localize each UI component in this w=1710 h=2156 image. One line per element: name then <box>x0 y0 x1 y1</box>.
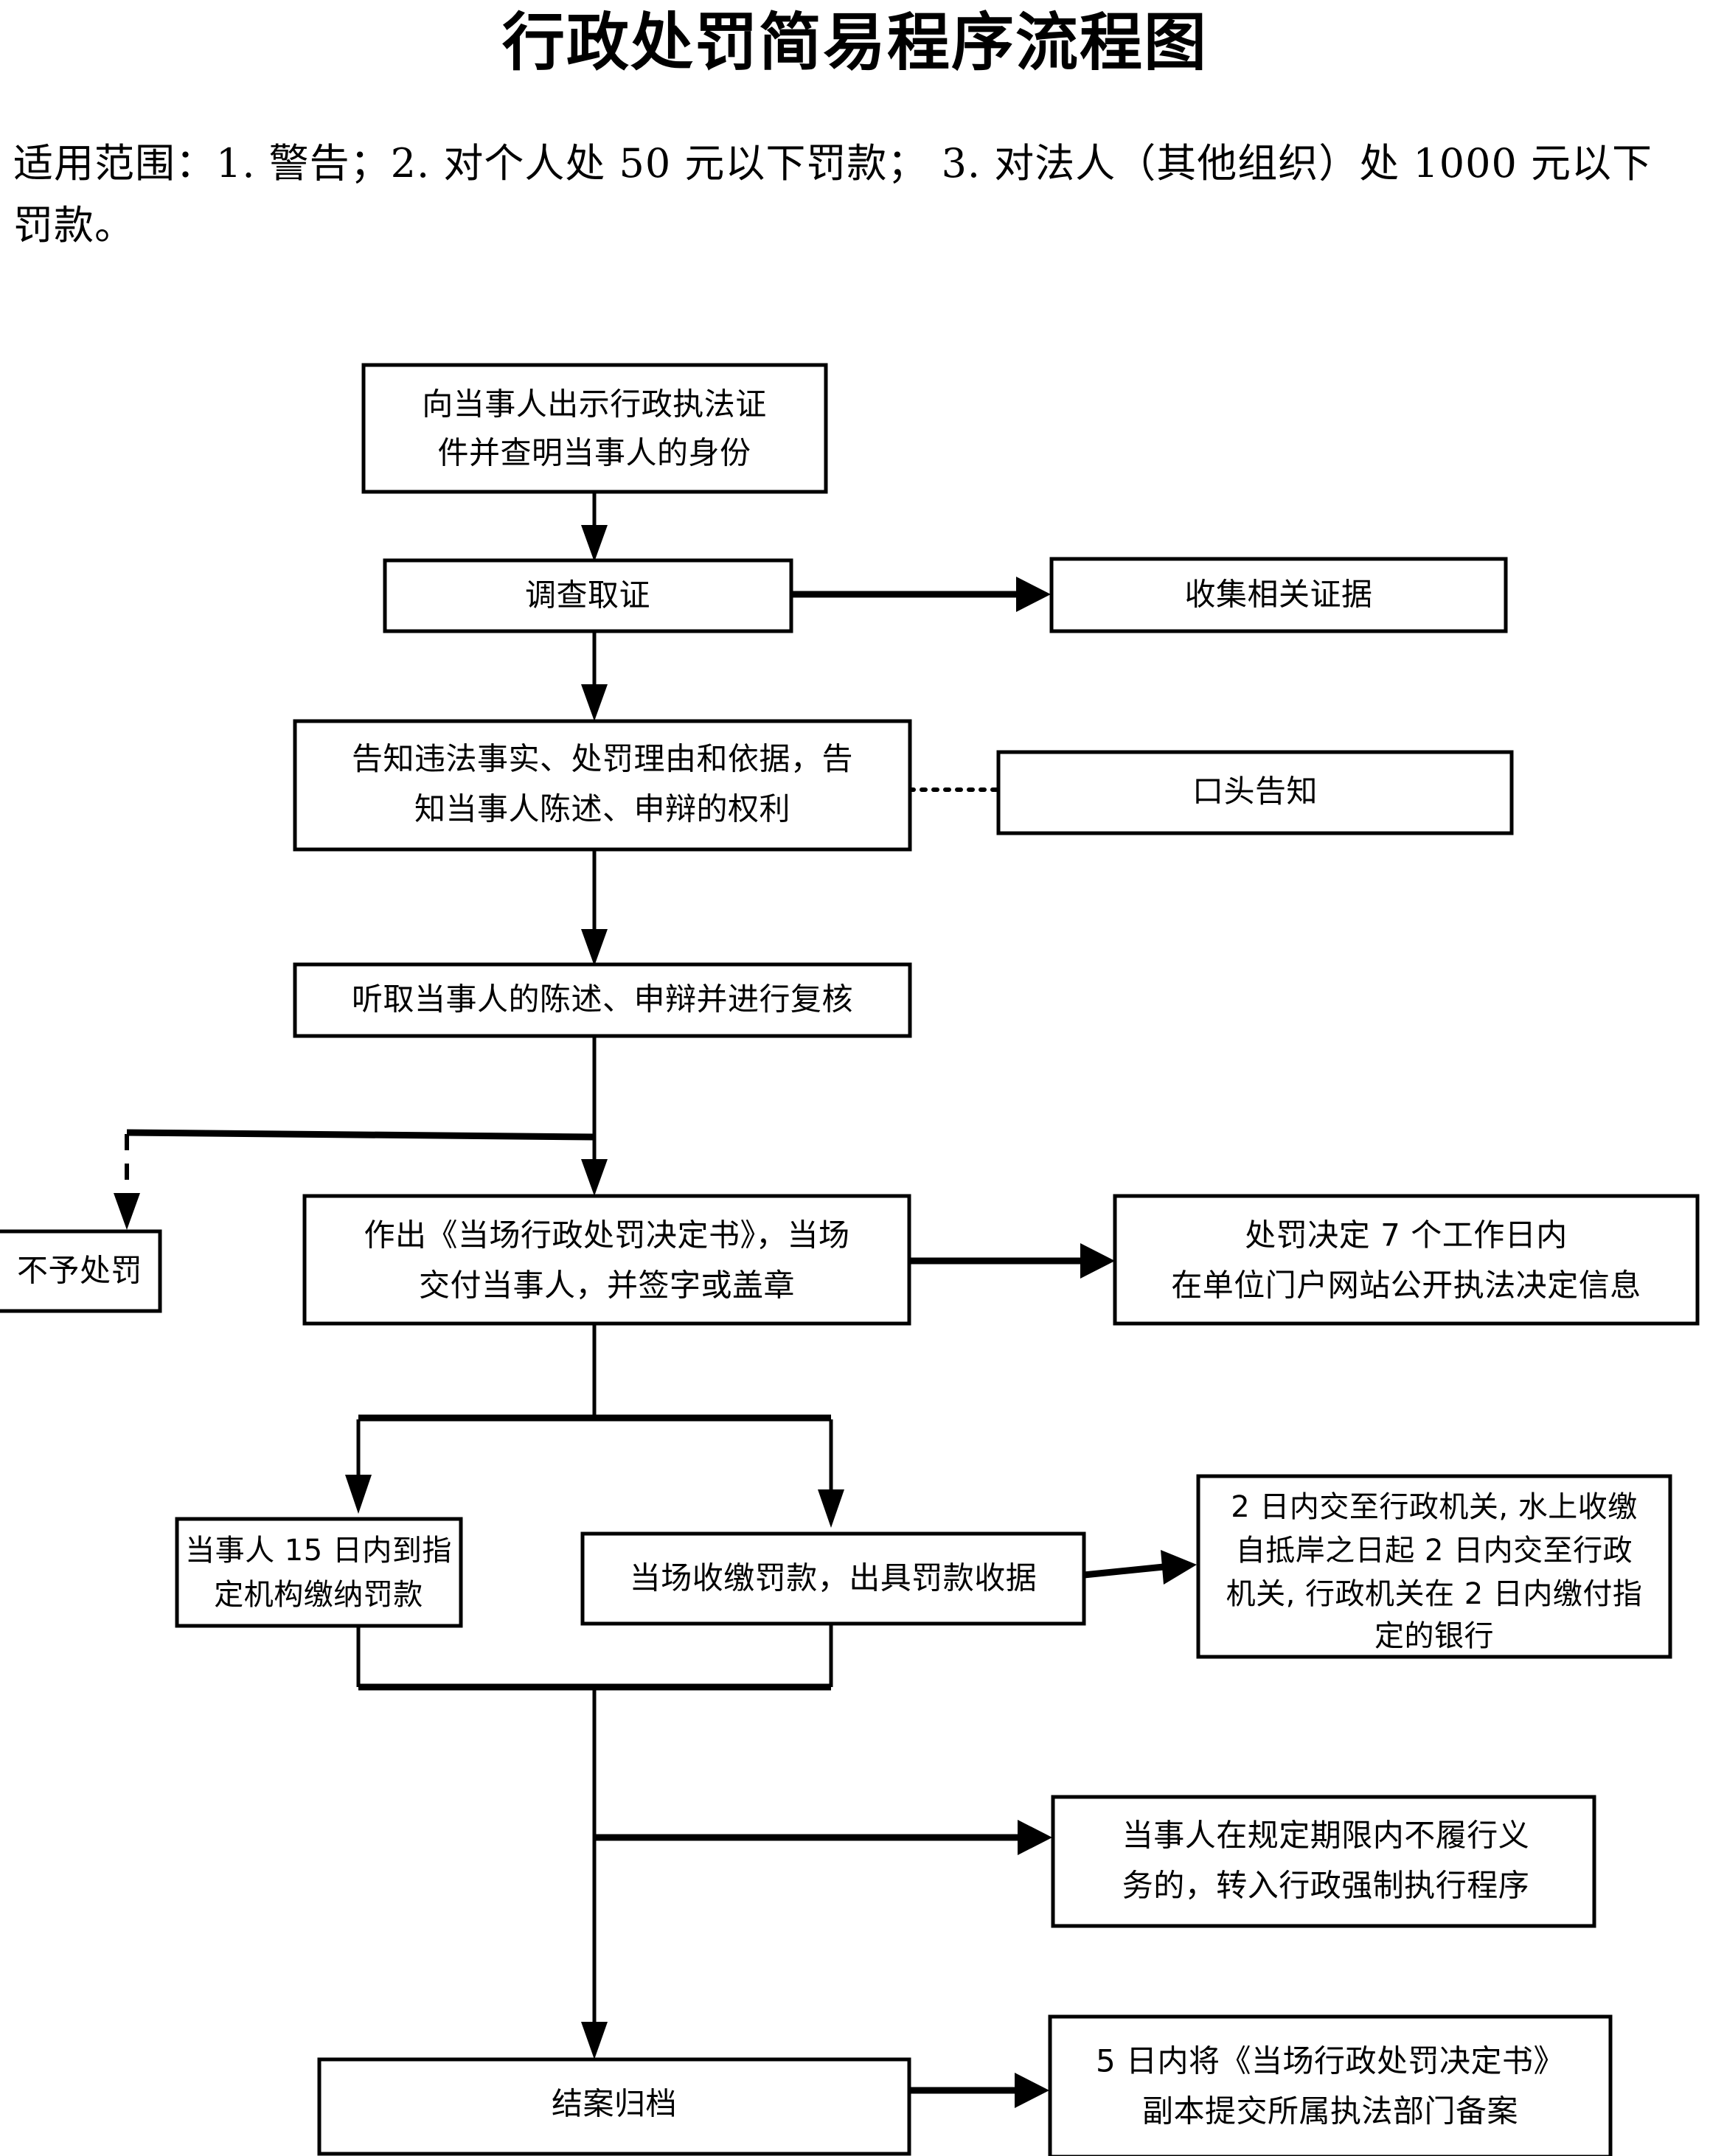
node-remit-to-authority-2-days[interactable]: 2 日内交至行政机关, 水上收缴 自抵岸之日起 2 日内交至行政 机关, 行政机… <box>1196 1474 1672 1659</box>
svg-text:2 日内交至行政机关, 水上收缴: 2 日内交至行政机关, 水上收缴 <box>1231 1490 1638 1524</box>
edge-n14-n15 <box>909 2073 1049 2108</box>
svg-text:知当事人陈述、申辩的权利: 知当事人陈述、申辩的权利 <box>414 791 790 827</box>
svg-text:结案归档: 结案归档 <box>552 2086 677 2122</box>
node-investigate-collect-evidence[interactable]: 调查取证 <box>383 558 793 633</box>
node-issue-on-site-penalty-decision[interactable]: 作出《当场行政处罚决定书》，当场 交付当事人，并签字或盖章 <box>302 1194 911 1326</box>
node-show-law-enforcement-id[interactable]: 向当事人出示行政执法证 件并查明当事人的身份 <box>361 363 828 494</box>
svg-text:机关, 行政机关在 2 日内缴付指: 机关, 行政机关在 2 日内缴付指 <box>1226 1577 1643 1611</box>
svg-text:向当事人出示行政执法证: 向当事人出示行政执法证 <box>422 386 767 422</box>
edge-n2-n4 <box>581 632 608 721</box>
node-no-penalty[interactable]: 不予处罚 <box>0 1229 162 1313</box>
edge-n6-n7 <box>114 1035 597 1230</box>
svg-text:不予处罚: 不予处罚 <box>17 1253 142 1289</box>
node-close-case-and-archive[interactable]: 结案归档 <box>317 2057 911 2156</box>
svg-text:务的，转入行政强制执行程序: 务的，转入行政强制执行程序 <box>1122 1868 1530 1904</box>
node-file-copy-within-5-days[interactable]: 5 日内将《当场行政处罚决定书》 副本提交所属执法部门备案 <box>1048 2014 1613 2156</box>
page-title: 行政处罚简易程序流程图 <box>501 6 1208 80</box>
svg-text:定的银行: 定的银行 <box>1374 1619 1494 1653</box>
edge-n8-n10-n11 <box>345 1322 844 1528</box>
svg-text:处罚决定 7 个工作日内: 处罚决定 7 个工作日内 <box>1245 1217 1567 1253</box>
svg-text:交付当事人，并签字或盖章: 交付当事人，并签字或盖章 <box>419 1267 795 1304</box>
node-collect-fine-on-site[interactable]: 当场收缴罚款，出具罚款收据 <box>580 1531 1086 1626</box>
edge-merge-payments <box>356 1623 833 2059</box>
edge-n4-n6 <box>581 849 608 966</box>
node-publish-decision-7-days[interactable]: 处罚决定 7 个工作日内 在单位门户网站公开执法决定信息 <box>1113 1194 1700 1326</box>
svg-text:件并查明当事人的身份: 件并查明当事人的身份 <box>437 435 751 471</box>
svg-text:当场收缴罚款，出具罚款收据: 当场收缴罚款，出具罚款收据 <box>630 1560 1038 1596</box>
edge-n8-n9 <box>909 1243 1115 1279</box>
svg-text:在单位门户网站公开执法决定信息: 在单位门户网站公开执法决定信息 <box>1171 1267 1641 1304</box>
svg-text:告知违法事实、处罚理由和依据，告: 告知违法事实、处罚理由和依据，告 <box>352 741 853 777</box>
svg-text:5 日内将《当场行政处罚决定书》: 5 日内将《当场行政处罚决定书》 <box>1096 2043 1565 2079</box>
edge-n11-n12 <box>1083 1550 1197 1585</box>
node-gather-related-evidence[interactable]: 收集相关证据 <box>1049 557 1508 633</box>
svg-text:收集相关证据: 收集相关证据 <box>1184 577 1372 613</box>
node-inform-facts-and-rights[interactable]: 告知违法事实、处罚理由和依据，告 知当事人陈述、申辩的权利 <box>293 719 912 852</box>
node-oral-notification[interactable]: 口头告知 <box>996 750 1514 835</box>
edge-merge-n13 <box>594 1820 1052 1855</box>
svg-text:定机构缴纳罚款: 定机构缴纳罚款 <box>214 1578 423 1612</box>
node-compulsory-enforcement[interactable]: 当事人在规定期限内不履行义 务的，转入行政强制执行程序 <box>1051 1795 1596 1928</box>
svg-text:口头告知: 口头告知 <box>1192 773 1318 810</box>
svg-text:当事人 15 日内到指: 当事人 15 日内到指 <box>185 1534 452 1568</box>
scope-note: 适用范围：1. 警告；2. 对个人处 50 元以下罚款； 3. 对法人（其他组织… <box>13 140 1653 248</box>
svg-text:听取当事人的陈述、申辩并进行复核: 听取当事人的陈述、申辩并进行复核 <box>352 981 853 1018</box>
node-pay-within-15-days[interactable]: 当事人 15 日内到指 定机构缴纳罚款 <box>175 1517 463 1628</box>
edge-n1-n2 <box>581 491 608 562</box>
svg-text:作出《当场行政处罚决定书》，当场: 作出《当场行政处罚决定书》，当场 <box>364 1217 849 1253</box>
svg-text:自抵岸之日起 2 日内交至行政: 自抵岸之日起 2 日内交至行政 <box>1236 1534 1633 1568</box>
edge-n6-n8 <box>581 1134 608 1196</box>
node-hear-statement-and-review[interactable]: 听取当事人的陈述、申辩并进行复核 <box>293 962 912 1038</box>
edge-n2-n3 <box>791 577 1051 612</box>
svg-text:副本提交所属执法部门备案: 副本提交所属执法部门备案 <box>1142 2093 1518 2129</box>
svg-text:当事人在规定期限内不履行义: 当事人在规定期限内不履行义 <box>1122 1818 1530 1854</box>
svg-text:调查取证: 调查取证 <box>525 577 650 613</box>
